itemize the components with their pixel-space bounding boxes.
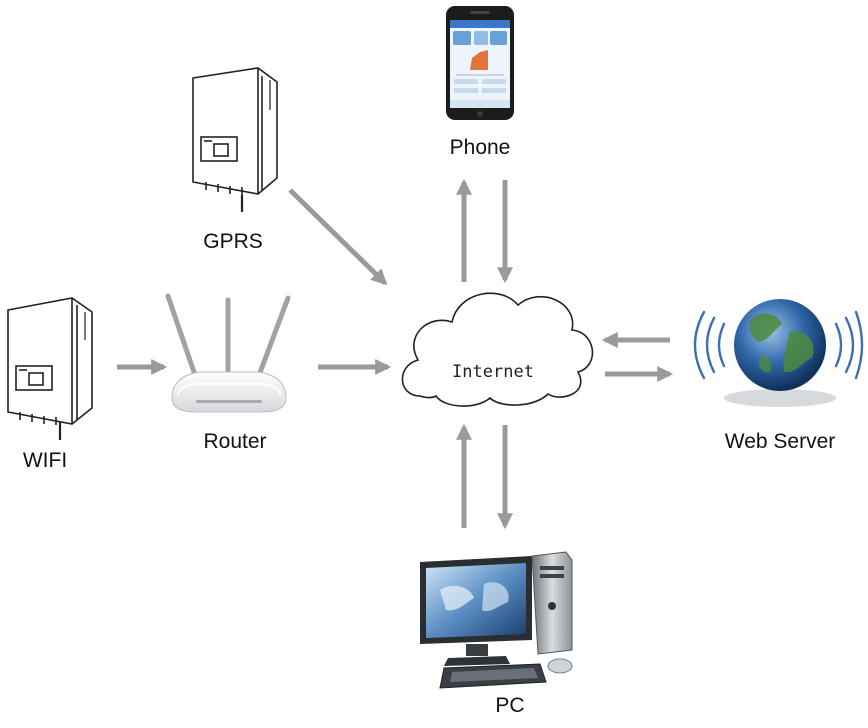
signal-waves-icon bbox=[693, 310, 864, 380]
internet-label: Internet bbox=[452, 362, 534, 382]
pc-icon bbox=[420, 551, 573, 689]
phone-icon bbox=[446, 6, 514, 120]
web-server-globe-icon bbox=[693, 299, 864, 407]
internet-cloud-icon: Internet bbox=[401, 292, 594, 407]
arrow-gprs-to-internet bbox=[288, 188, 388, 286]
router-icon bbox=[165, 293, 291, 413]
web-server-label: Web Server bbox=[724, 430, 836, 453]
wifi-label: WIFI bbox=[22, 449, 68, 472]
connection-arrows bbox=[117, 178, 674, 530]
wifi-inverter-icon bbox=[7, 297, 93, 440]
router-label: Router bbox=[203, 430, 267, 453]
gprs-inverter-icon bbox=[192, 67, 278, 212]
gprs-label: GPRS bbox=[203, 230, 263, 253]
phone-label: Phone bbox=[449, 136, 511, 159]
pc-label: PC bbox=[495, 694, 525, 717]
